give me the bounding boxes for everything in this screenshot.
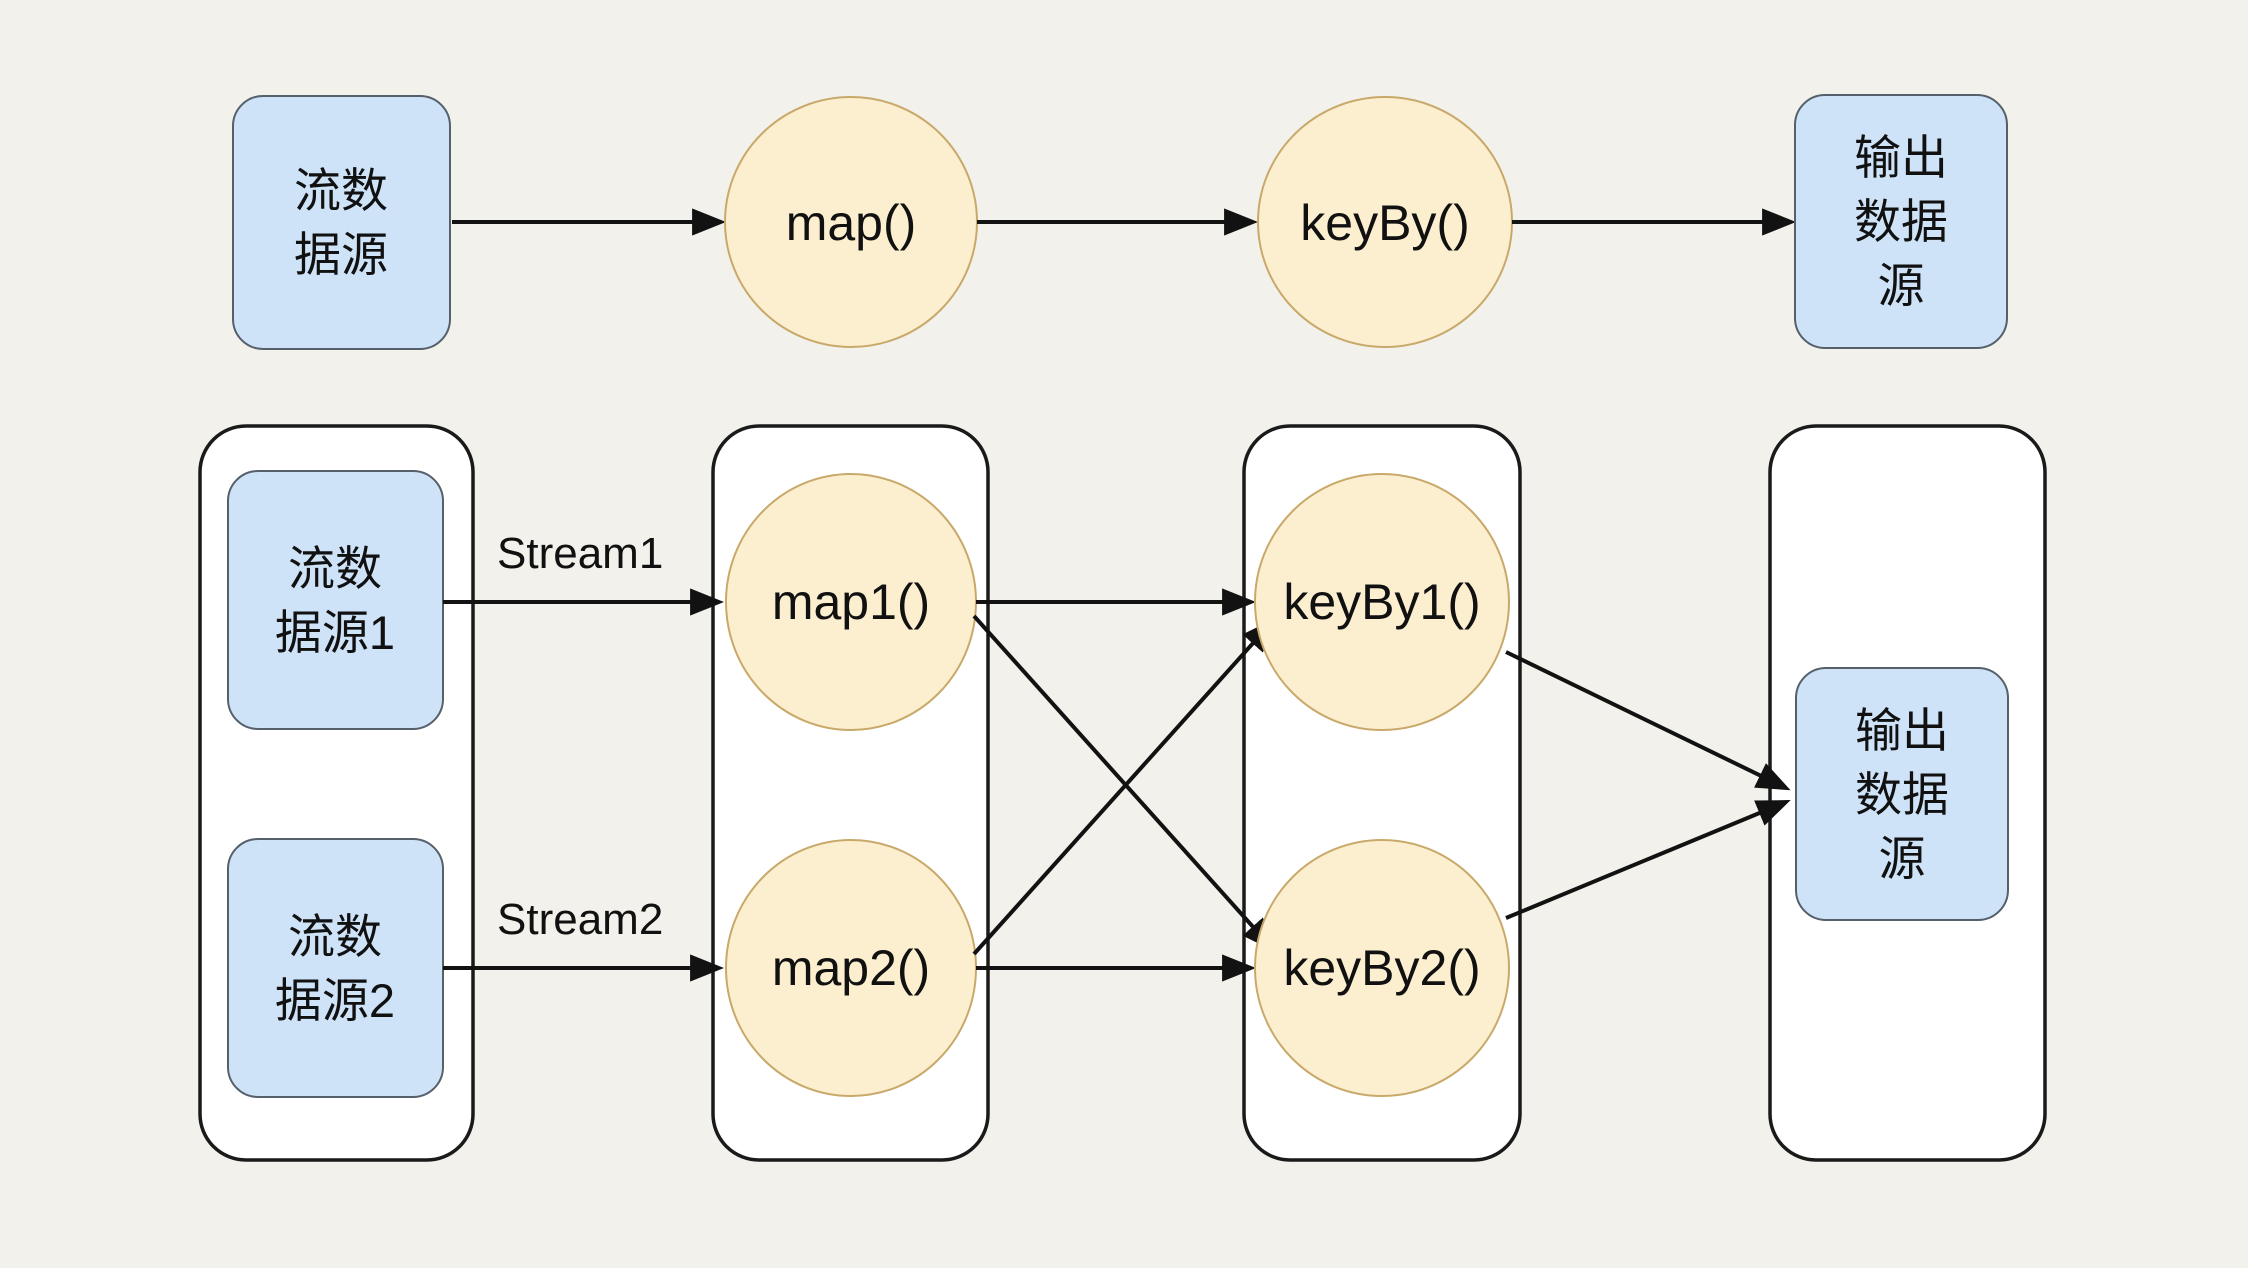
- top-source-node: [232, 95, 451, 350]
- top-source-label-line1: 流数: [294, 164, 388, 217]
- keyby1-label: keyBy1(): [1283, 574, 1480, 630]
- arrow-map2-to-keyby1: [972, 618, 1276, 956]
- keyby2-node: [1254, 839, 1510, 1097]
- source2-label-line1: 流数: [288, 910, 382, 963]
- arrow-keyby1-to-sink: [1505, 650, 1791, 791]
- map1-label: map1(): [772, 574, 930, 630]
- arrow-map1-to-keyby2: [972, 614, 1276, 952]
- bottom-sink-node: [1795, 667, 2009, 921]
- top-sink-label-line3: 源: [1878, 259, 1925, 312]
- top-map-label: map(): [786, 195, 917, 251]
- arrow-keyby2-to-sink: [1505, 800, 1791, 920]
- source1-label-line2: 据源1: [275, 606, 395, 659]
- top-pipeline: 流数 据源 map() keyBy() 输出 数据 源: [232, 94, 2008, 350]
- top-source-label-line2: 据源: [294, 228, 388, 281]
- source1-label-line1: 流数: [288, 542, 382, 595]
- source2-label-line2: 据源2: [275, 974, 395, 1027]
- top-sink-node: [1794, 94, 2008, 349]
- keyby1-node: [1254, 473, 1510, 731]
- parallel-pipeline: 流数 据源1 流数 据源2 Stream1 Stream2 map1() map…: [198, 424, 2047, 1162]
- bottom-sink-label-line1: 输出: [1855, 704, 1949, 757]
- top-sink-label-line2: 数据: [1854, 195, 1948, 248]
- source1-node: [227, 470, 444, 730]
- bottom-sink-label-line3: 源: [1879, 832, 1926, 885]
- top-sink-label-line1: 输出: [1854, 131, 1948, 184]
- top-keyby-label: keyBy(): [1300, 195, 1469, 251]
- source2-node: [227, 838, 444, 1098]
- keyby2-label: keyBy2(): [1283, 940, 1480, 996]
- stream2-edge-label: Stream2: [497, 895, 663, 944]
- stream1-edge-label: Stream1: [497, 529, 663, 578]
- map2-label: map2(): [772, 940, 930, 996]
- bottom-sink-label-line2: 数据: [1855, 768, 1949, 821]
